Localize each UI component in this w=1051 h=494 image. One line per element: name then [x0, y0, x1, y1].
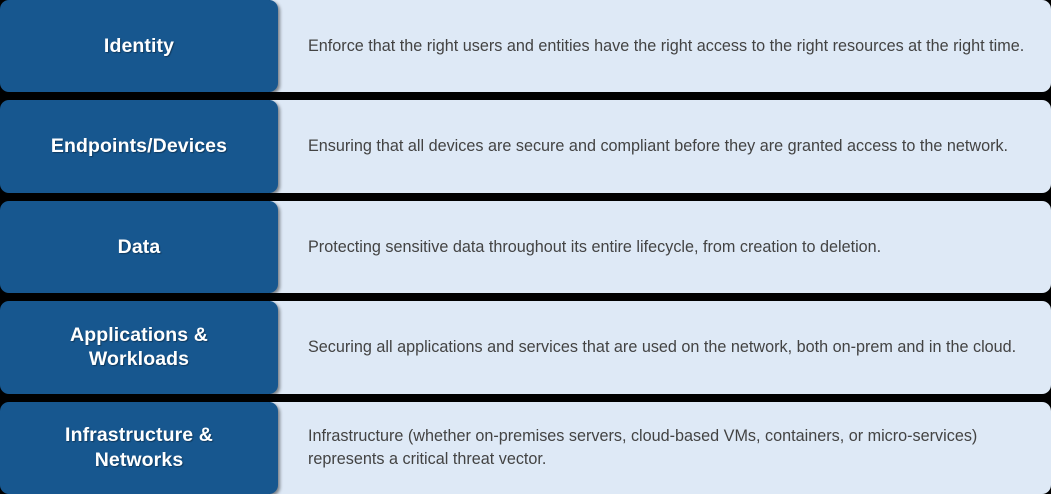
pillar-description-identity: Enforce that the right users and entitie… [270, 0, 1051, 93]
pillar-label-text: Infrastructure & Networks [65, 424, 213, 471]
pillar-description-endpoints-devices: Ensuring that all devices are secure and… [270, 100, 1051, 193]
pillar-row-infrastructure-networks: Infrastructure & Networks Infrastructure… [0, 401, 1051, 494]
pillar-label-text: Endpoints/Devices [50, 135, 228, 158]
pillar-row-applications-workloads: Applications & Workloads Securing all ap… [0, 301, 1051, 394]
pillar-label-data: Data [0, 200, 278, 294]
pillar-label-applications-workloads: Applications & Workloads [0, 301, 278, 394]
pillar-row-data: Data Protecting sensitive data throughou… [0, 200, 1051, 294]
pillar-label-text: Data [117, 235, 161, 258]
pillar-label-infrastructure-networks: Infrastructure & Networks [0, 401, 278, 494]
pillar-description-text: Protecting sensitive data throughout its… [308, 237, 882, 256]
pillar-description-data: Protecting sensitive data throughout its… [270, 200, 1051, 294]
pillar-row-identity: Identity Enforce that the right users an… [0, 0, 1051, 93]
pillar-description-text: Infrastructure (whether on-premises serv… [308, 426, 978, 468]
pillar-label-text: Identity [103, 35, 175, 58]
pillar-description-infrastructure-networks: Infrastructure (whether on-premises serv… [270, 401, 1051, 494]
pillar-label-text: Applications & Workloads [70, 324, 208, 371]
pillar-description-text: Enforce that the right users and entitie… [308, 36, 1025, 55]
pillar-row-endpoints-devices: Endpoints/Devices Ensuring that all devi… [0, 100, 1051, 193]
pillar-description-text: Ensuring that all devices are secure and… [308, 137, 1009, 156]
pillar-label-endpoints-devices: Endpoints/Devices [0, 100, 278, 193]
pillar-description-text: Securing all applications and services t… [308, 337, 1017, 356]
pillar-label-identity: Identity [0, 0, 278, 93]
pillar-description-applications-workloads: Securing all applications and services t… [270, 301, 1051, 394]
